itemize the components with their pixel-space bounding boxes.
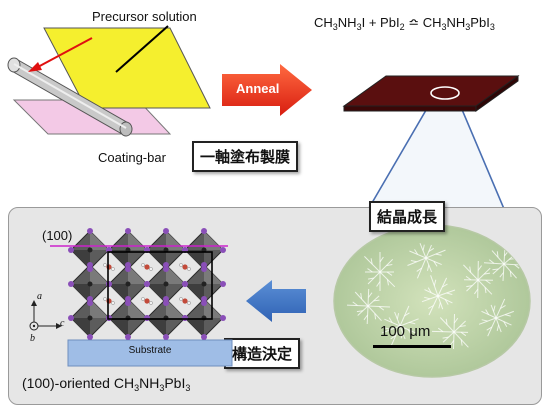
coating-bar-label: Coating-bar (98, 150, 166, 165)
iodide-atom (144, 315, 150, 321)
substrate-label: Substrate (128, 345, 172, 356)
octahedron (146, 264, 186, 304)
iodide-atom (182, 281, 188, 287)
iodide-atom (220, 315, 226, 321)
crystal-structure (29, 228, 233, 367)
crystal-growth-label: 結晶成長 (369, 201, 446, 232)
coating-illustration (7, 25, 211, 137)
iodide-atom (201, 334, 207, 340)
iodide-atom (125, 296, 131, 302)
iodide-atom (201, 296, 207, 302)
iodide-atom (163, 296, 169, 302)
octahedron (70, 230, 110, 270)
iodide-atom (182, 315, 188, 321)
crystal-micrograph (333, 224, 531, 378)
iodide-atom (201, 228, 207, 234)
iodide-atom (87, 296, 93, 302)
iodide-atom (163, 334, 169, 340)
octahedron (70, 298, 110, 338)
scale-bar-label: 100 μm (380, 323, 431, 340)
anneal-arrow (222, 64, 312, 116)
substrate-block (67, 339, 233, 367)
cation-atom (182, 264, 188, 270)
iodide-atom (163, 228, 169, 234)
anneal-label: Anneal (236, 81, 280, 96)
iodide-atom (87, 262, 93, 268)
iodide-atom (220, 281, 226, 287)
analysis-arrow (246, 280, 306, 322)
iodide-atom (68, 315, 74, 321)
iodide-atom (106, 281, 112, 287)
iodide-atom (125, 334, 131, 340)
cation-atom (144, 264, 150, 270)
octahedron (184, 298, 224, 338)
cation-atom (106, 298, 112, 304)
coating-bar (7, 57, 133, 137)
iodide-atom (220, 247, 226, 253)
cation-atom (106, 264, 112, 270)
annealed-film (342, 75, 520, 112)
iodide-atom (87, 228, 93, 234)
iodide-atom (201, 262, 207, 268)
reaction-equation: CH3NH3I + PbI2 ≏ CH3NH3PbI3 (314, 15, 495, 32)
precursor-solution-label: Precursor solution (92, 9, 197, 24)
axes-indicator (29, 300, 62, 331)
plane-100-label: (100) (42, 228, 73, 243)
iodide-atom (87, 334, 93, 340)
iodide-atom (163, 262, 169, 268)
cation-atom (182, 298, 188, 304)
axis-c-label: c (60, 318, 65, 329)
structure-caption: (100)-oriented CH3NH3PbI3 (22, 375, 191, 393)
iodide-atom (68, 281, 74, 287)
cation-atom (144, 298, 150, 304)
iodide-atom (106, 315, 112, 321)
coating-direction-arrow (28, 37, 93, 72)
axis-b-label: b (30, 333, 35, 344)
octahedron (146, 298, 186, 338)
octahedron (108, 264, 148, 304)
uniaxial-coating-label: 一軸塗布製膜 (192, 141, 299, 172)
iodide-atom (125, 262, 131, 268)
precursor-pointer-line (115, 25, 169, 73)
sampling-spot (430, 86, 460, 100)
iodide-atom (125, 228, 131, 234)
iodide-atom (68, 247, 74, 253)
octahedra-network (68, 228, 226, 340)
axis-a-label: a (37, 291, 42, 302)
iodide-atom (144, 281, 150, 287)
unit-cell (107, 251, 213, 320)
scale-bar (373, 345, 451, 348)
structure-determination-label: 構造決定 (224, 338, 301, 369)
precursor-film (43, 27, 211, 109)
